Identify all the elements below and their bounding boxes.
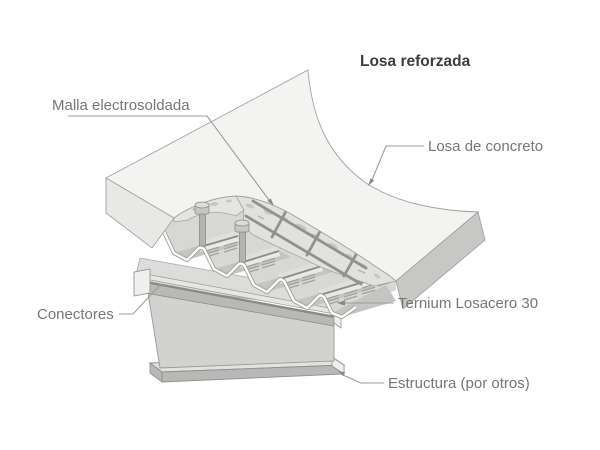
deck-embossments (205, 241, 391, 306)
slab-right-edge-face (395, 211, 486, 310)
label-deck: Ternium Losacero 30 (398, 295, 538, 312)
leader-concrete-arrowhead (368, 178, 375, 186)
label-concrete-slab: Losa de concreto (428, 138, 543, 155)
leader-concrete (371, 145, 424, 181)
stud-connector-1 (194, 201, 210, 247)
label-structure: Estructura (por otros) (388, 375, 530, 392)
leader-structure (342, 374, 384, 384)
deck-cut-edge-highlight (162, 231, 357, 319)
mesh-long-rod-1 (251, 199, 368, 270)
leader-mesh (68, 115, 270, 201)
text-labels: Losa reforzada Malla electrosoldada Losa… (37, 53, 543, 392)
label-connectors: Conectores (37, 306, 114, 323)
slab-left-front-face (105, 177, 175, 249)
slab-top-surface (105, 69, 480, 282)
stud-connector-2 (234, 219, 250, 263)
diagram-title: Losa reforzada (360, 53, 471, 70)
stud-connectors (194, 201, 250, 263)
mesh-long-rod-2 (244, 214, 363, 286)
leader-connectors (119, 283, 162, 315)
leader-lines (68, 115, 424, 384)
steel-deck (162, 194, 396, 320)
concrete-slab (105, 69, 486, 310)
beam-top-flange-edge-line (133, 279, 335, 318)
label-mesh: Malla electrosoldada (52, 97, 190, 114)
leader-structure-arrowhead (338, 371, 346, 377)
leader-deck-arrowhead (337, 300, 345, 306)
leader-mesh-arrowhead (267, 198, 274, 206)
beam-top-flange-left-cap (133, 268, 151, 297)
